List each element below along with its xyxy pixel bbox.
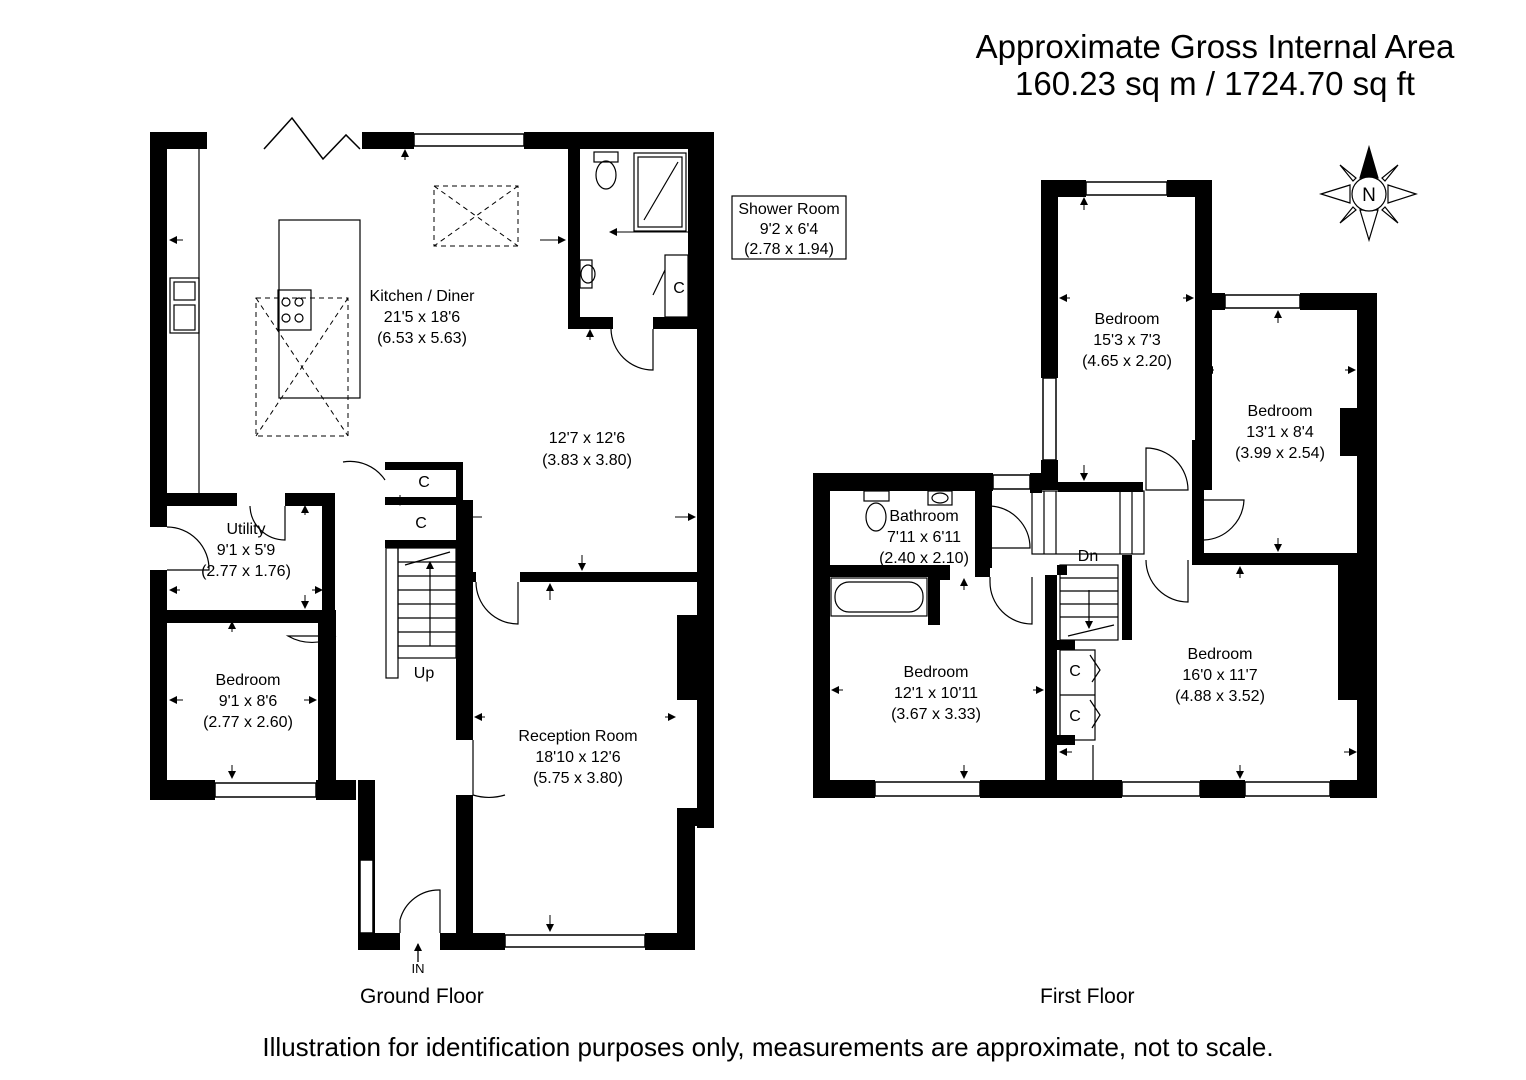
bifold-door xyxy=(263,116,361,161)
ground-measure-arrows xyxy=(169,149,700,932)
ground-windows xyxy=(214,133,646,948)
compass-icon xyxy=(1318,144,1418,243)
kitchen-metric: (6.53 x 5.63) xyxy=(377,330,467,347)
wardrobe-1-label: C xyxy=(1069,663,1081,680)
shower-room-metric: (2.78 x 1.94) xyxy=(744,241,834,258)
ground-stairs xyxy=(385,547,457,679)
ground-floor-label: Ground Floor xyxy=(360,985,484,1008)
ground-doors xyxy=(166,269,666,933)
gross-internal-area: Approximate Gross Internal Area 160.23 s… xyxy=(940,28,1490,102)
stairs-down-label: Dn xyxy=(1078,548,1098,565)
bedroom-1-metric: (4.65 x 2.20) xyxy=(1082,353,1172,370)
bedroom-1-imperial: 15'3 x 7'3 xyxy=(1093,332,1161,349)
bedroom-4-name: Bedroom xyxy=(1188,646,1253,663)
kitchen-ext-imperial: 12'7 x 12'6 xyxy=(549,430,625,447)
first-windows xyxy=(874,181,1331,797)
first-floor-label: First Floor xyxy=(1040,985,1135,1008)
bathroom-fixtures xyxy=(830,490,953,617)
first-doors xyxy=(989,447,1245,625)
kitchen-ext-metric: (3.83 x 3.80) xyxy=(542,452,632,469)
bedroom-3-name: Bedroom xyxy=(904,664,969,681)
gia-value: 160.23 sq m / 1724.70 sq ft xyxy=(1015,65,1415,102)
bathroom-name: Bathroom xyxy=(889,508,958,525)
kitchen-name: Kitchen / Diner xyxy=(370,288,476,305)
stairs-up-label: Up xyxy=(414,665,435,682)
ground-bedroom-imperial: 9'1 x 8'6 xyxy=(219,693,278,710)
rooflights xyxy=(255,185,519,437)
bedroom-1-name: Bedroom xyxy=(1095,311,1160,328)
understairs-cupboard-label: C xyxy=(415,515,427,532)
bedroom-2-imperial: 13'1 x 8'4 xyxy=(1246,424,1314,441)
first-floor-walls xyxy=(813,180,1377,798)
shower-cupboard-label: C xyxy=(673,280,685,297)
reception-name: Reception Room xyxy=(518,728,637,745)
reception-metric: (5.75 x 3.80) xyxy=(533,770,623,787)
wardrobes xyxy=(1059,649,1101,780)
reception-imperial: 18'10 x 12'6 xyxy=(535,749,620,766)
shower-room-imperial: 9'2 x 6'4 xyxy=(760,221,819,238)
utility-imperial: 9'1 x 5'9 xyxy=(217,542,276,559)
shower-room-callout xyxy=(731,195,847,260)
ground-bedroom-name: Bedroom xyxy=(216,672,281,689)
utility-name: Utility xyxy=(226,521,265,538)
gia-title: Approximate Gross Internal Area xyxy=(975,28,1455,65)
bathroom-imperial: 7'11 x 6'11 xyxy=(887,529,961,546)
shower-room-name: Shower Room xyxy=(738,201,839,218)
bedroom-4-metric: (4.88 x 3.52) xyxy=(1175,688,1265,705)
bedroom-4-imperial: 16'0 x 11'7 xyxy=(1182,667,1257,684)
wardrobe-2-label: C xyxy=(1069,708,1081,725)
shower-fixtures xyxy=(579,151,689,318)
ground-floor-plan: IN Shower Room 9'2 x 6'4 (2.78 x 1.94) K… xyxy=(150,116,847,976)
first-measure-arrows xyxy=(831,197,1357,779)
bathroom-metric: (2.40 x 2.10) xyxy=(879,550,969,567)
kitchen-imperial: 21'5 x 18'6 xyxy=(384,309,460,326)
compass-north-label: N xyxy=(1362,185,1376,206)
first-stairs xyxy=(1031,490,1145,641)
kitchen-units xyxy=(169,149,361,493)
disclaimer: Illustration for identification purposes… xyxy=(262,1032,1274,1062)
bedroom-2-metric: (3.99 x 2.54) xyxy=(1235,445,1325,462)
ground-bedroom-metric: (2.77 x 2.60) xyxy=(203,714,293,731)
bedroom-3-imperial: 12'1 x 10'11 xyxy=(894,685,978,702)
ground-floor-walls xyxy=(150,132,714,950)
utility-metric: (2.77 x 1.76) xyxy=(201,563,291,580)
hall-cupboard-label: C xyxy=(418,474,430,491)
first-floor-plan: N Bedroom 15'3 x 7'3 (4.65 x 2.20) Bedro… xyxy=(813,144,1418,798)
bedroom-3-metric: (3.67 x 3.33) xyxy=(891,706,981,723)
bedroom-2-name: Bedroom xyxy=(1248,403,1313,420)
entrance-label: IN xyxy=(412,961,425,976)
